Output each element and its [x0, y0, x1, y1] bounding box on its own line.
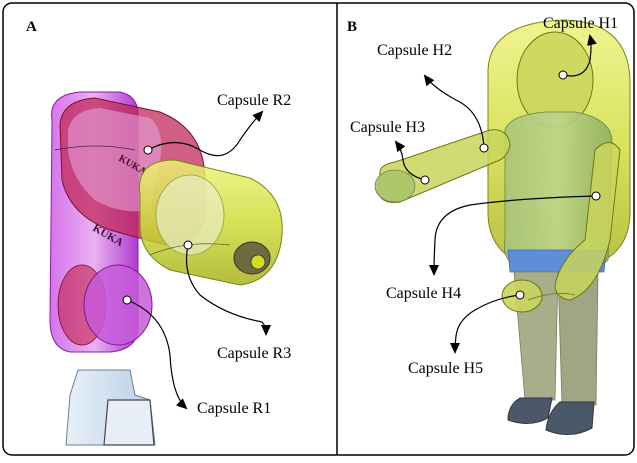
human-hand-left	[375, 170, 415, 202]
label-capsule-r1: Capsule R1	[197, 400, 271, 418]
anchor-h5	[516, 291, 524, 299]
label-capsule-h2: Capsule H2	[377, 42, 452, 60]
robot-base-plate	[104, 400, 154, 445]
anchor-r2	[144, 146, 152, 154]
human-shoe-left	[508, 398, 552, 424]
label-capsule-h1: Capsule H1	[543, 15, 618, 33]
robot-tool-tip	[251, 255, 265, 269]
anchor-r1	[123, 296, 131, 304]
anchor-r3	[184, 241, 192, 249]
panel-label-b: B	[347, 19, 357, 36]
label-capsule-h5: Capsule H5	[408, 360, 483, 378]
label-capsule-r3: Capsule R3	[217, 345, 291, 363]
anchor-h2	[480, 144, 488, 152]
robot-illustration: KUKA KUKA	[50, 92, 282, 445]
label-capsule-r2: Capsule R2	[217, 92, 291, 110]
human-shoe-right	[546, 402, 594, 435]
label-capsule-h4: Capsule H4	[386, 285, 461, 303]
anchor-h3	[421, 176, 429, 184]
robot-joint-r1	[84, 265, 152, 345]
panel-label-a: A	[26, 19, 37, 36]
anchor-h1	[559, 71, 567, 79]
label-capsule-h3: Capsule H3	[350, 119, 425, 137]
anchor-h4	[592, 192, 600, 200]
